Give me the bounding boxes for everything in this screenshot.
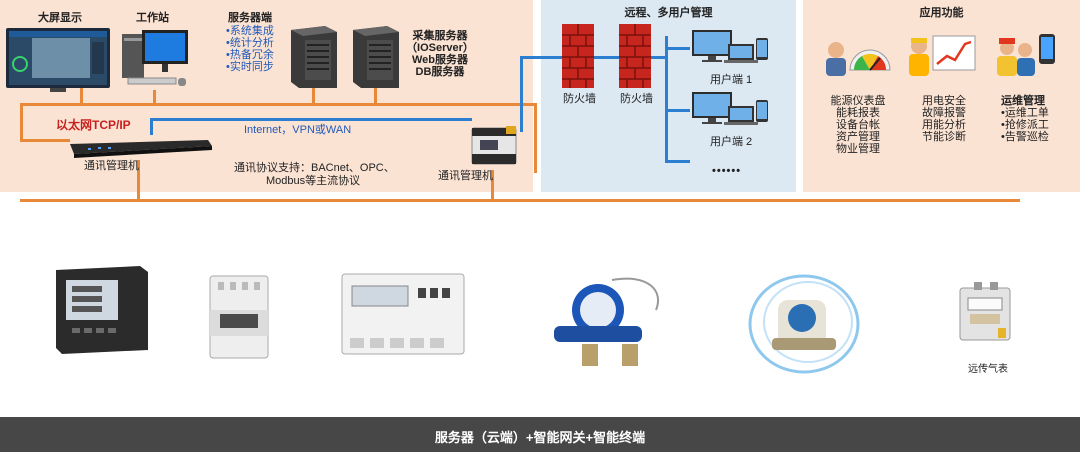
gas-meter-icon (959, 282, 1011, 341)
ethernet-label: 以太网TCP/IP (56, 118, 131, 132)
collect-server-line-1: 采集服务器 (412, 30, 468, 42)
application-functions-panel (803, 0, 1080, 192)
gateway-right-down-line (491, 170, 494, 200)
workstation-drop-line (153, 90, 156, 105)
workstation-icon (122, 30, 188, 86)
internet-label: Internet，VPN或WAN (244, 124, 352, 136)
more-users-link-line (665, 160, 690, 163)
user-devices-icon (692, 30, 768, 63)
firewall-2-label: 防火墙 (620, 93, 653, 105)
app-col1-item-4: 资产管理 (836, 131, 880, 143)
server-side-label: 服务器端 (228, 12, 272, 24)
collect-server-line-4: DB服务器 (415, 66, 465, 78)
remote-panel-title: 远程、多用户管理 (624, 7, 713, 19)
user1-link-line (665, 47, 690, 50)
user2-link-line (665, 109, 690, 112)
left-to-gateway-line (20, 139, 70, 142)
app-col2-item-1: 用电安全 (922, 95, 966, 107)
comm-manager-right-label: 通讯管理机 (438, 170, 493, 182)
maintenance-user-icon (997, 34, 1055, 76)
internet-line-h (150, 118, 472, 121)
app-col1-item-5: 物业管理 (836, 143, 880, 155)
firewall-1-label: 防火墙 (563, 93, 596, 105)
user-branch-line (665, 36, 668, 162)
wan-line-h (520, 56, 570, 59)
server-tower-icon (353, 26, 399, 88)
gateway-left-down-line (137, 160, 140, 200)
app-col1-item-2: 能耗报表 (836, 107, 880, 119)
right-drop-line (534, 103, 537, 173)
server-feature-2: •统计分析 (226, 37, 274, 49)
internet-line-v (150, 118, 153, 135)
app-col3-item-3: •告警巡检 (1001, 131, 1049, 143)
ethernet-bus-line (20, 103, 537, 106)
server-feature-4: •实时同步 (226, 61, 274, 73)
firewall-icon (562, 24, 594, 88)
server2-drop-line (374, 88, 377, 105)
app-col1-item-1: 能源仪表盘 (830, 95, 886, 107)
left-drop-line (20, 103, 23, 139)
app-col2-item-4: 节能诊断 (922, 131, 966, 143)
water-meter-icon (554, 277, 659, 366)
analysis-user-icon (909, 35, 976, 76)
protocol-line-1: 通讯协议支持：BACnet、OPC、 (234, 162, 395, 174)
gas-meter-label: 远传气表 (968, 364, 1008, 375)
comm-manager-left-label: 通讯管理机 (84, 160, 139, 172)
collect-server-line-2: （IOServer） (406, 42, 474, 54)
wan-line-v (520, 56, 523, 132)
server-tower-icon (291, 26, 337, 88)
workstation-label: 工作站 (136, 12, 169, 24)
app-col1-item-3: 设备台帐 (836, 119, 880, 131)
app-col3-item-1: •运维工单 (1001, 107, 1049, 119)
firewall-link-line (592, 56, 622, 59)
architecture-footer-bar: 服务器（云端）+智能网关+智能终端 (0, 417, 1080, 452)
rack-gateway-icon (70, 140, 212, 158)
power-meter-icon (56, 266, 148, 354)
user-devices-icon (692, 92, 768, 125)
app-col2-item-3: 用能分析 (922, 119, 966, 131)
app-col3-item-2: •抢修派工 (1001, 119, 1049, 131)
more-users-label: •••••• (712, 165, 742, 177)
user-1-label: 用户端 1 (710, 74, 753, 86)
server-feature-1: •系统集成 (226, 25, 274, 37)
firewall-to-users-line (645, 56, 667, 59)
big-screen-icon (6, 28, 110, 92)
server-feature-3: •热备冗余 (226, 49, 274, 61)
app-col2-item-2: 故障报警 (922, 107, 966, 119)
din-gateway-icon (471, 126, 517, 165)
gauge-user-icon (826, 42, 891, 76)
bigscreen-drop-line (80, 86, 83, 105)
server1-drop-line (312, 88, 315, 105)
three-phase-meter-icon (341, 273, 465, 355)
application-panel-title: 应用功能 (919, 7, 964, 19)
architecture-footer-text: 服务器（云端）+智能网关+智能终端 (434, 430, 646, 445)
collect-server-line-3: Web服务器 (411, 54, 469, 66)
field-bus-line (20, 199, 1020, 202)
smart-water-meter-icon (748, 274, 860, 374)
app-col3-title: 运维管理 (1001, 95, 1045, 107)
user-2-label: 用户端 2 (710, 136, 753, 148)
protocol-line-2: Modbus等主流协议 (266, 175, 361, 187)
firewall-icon (619, 24, 651, 88)
big-screen-label: 大屏显示 (38, 12, 82, 24)
din-rail-meter-icon (209, 275, 269, 359)
